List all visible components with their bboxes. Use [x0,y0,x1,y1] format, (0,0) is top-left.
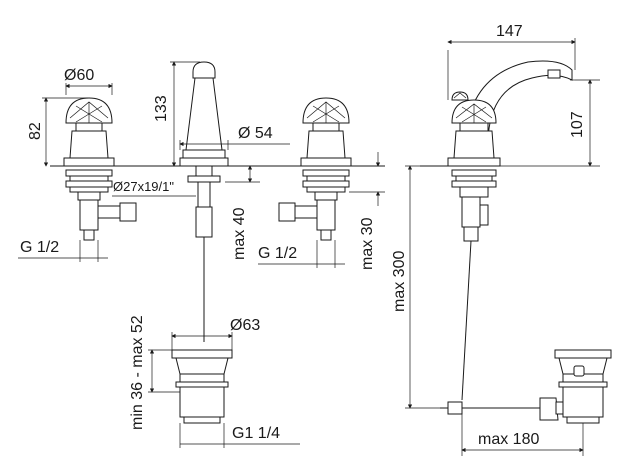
label-spout-height: 133 [153,95,170,122]
label-spout-base: Ø 54 [238,125,273,142]
dim-spout-reach: 147 [447,23,576,100]
label-max-shank-left: max 40 [231,207,248,260]
dim-knob-height: 82 [27,97,88,167]
dim-max-shank-left: max 40 [225,165,260,260]
dim-drain-diameter: Ø63 [171,317,260,350]
dim-side-height: 107 [500,79,600,167]
label-knob-diameter: Ø60 [64,67,94,84]
dim-inlet-right: G 1/2 [258,240,345,268]
label-inlet-left: G 1/2 [20,239,59,256]
label-thread-spec: Ø27x19/1" [113,179,174,194]
dim-drain-thread: G1 1/4 [179,423,300,448]
dim-max-rod-reach: max 180 [461,414,584,456]
label-max-rod-length: max 300 [391,251,408,312]
label-drain-diameter: Ø63 [230,317,260,334]
label-drain-range: min 36 - max 52 [129,315,146,430]
label-inlet-right: G 1/2 [258,245,297,262]
dim-thread-spec: Ø27x19/1" [112,179,196,197]
label-knob-height: 82 [27,122,44,140]
label-max-shank-right: max 30 [359,217,376,270]
label-max-rod-reach: max 180 [478,431,539,448]
right-valve-handle [278,97,352,241]
dim-drain-range: min 36 - max 52 [129,315,180,430]
dim-knob-diameter: Ø60 [64,67,113,95]
side-view-drain [440,349,612,424]
label-spout-reach: 147 [496,23,523,40]
spout [179,61,229,342]
drain-assembly [171,349,233,424]
dim-spout-base: Ø 54 [179,125,290,150]
dim-max-rod-length: max 300 [391,165,448,409]
side-view-spout [447,60,575,401]
dim-inlet-left: G 1/2 [18,239,108,262]
left-valve-handle [63,97,137,241]
label-drain-thread: G1 1/4 [232,425,280,442]
dim-max-shank-right: max 30 [349,152,385,270]
dim-spout-height: 133 [153,61,200,167]
label-side-height: 107 [569,111,586,138]
